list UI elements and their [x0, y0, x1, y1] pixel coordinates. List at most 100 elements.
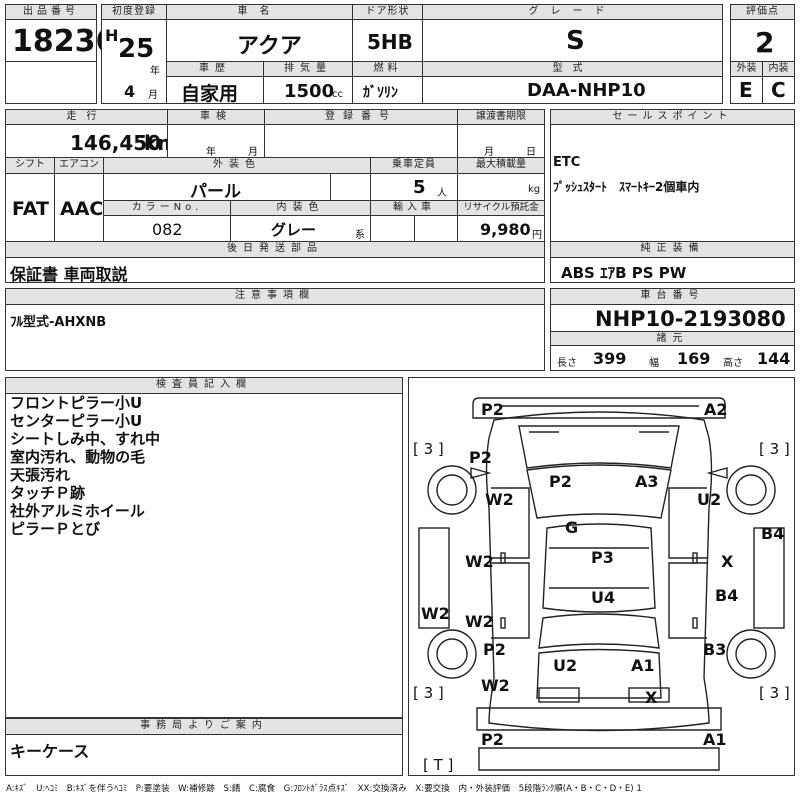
- options: ABS ｴｱB PS PW: [561, 264, 687, 282]
- damage-diagram: [418, 397, 785, 771]
- shift: FAT: [12, 198, 49, 220]
- damage-mark: U2: [697, 490, 722, 509]
- ac-cell: AAC: [54, 173, 104, 242]
- tire-label-front-right: [ 3 ]: [759, 440, 790, 458]
- dims-label: 諸元: [550, 331, 795, 346]
- damage-mark: P2: [481, 730, 504, 749]
- fuel-label: 燃料: [352, 61, 423, 77]
- inspector-line: ピラーＰとび: [10, 520, 101, 538]
- damage-mark: P3: [591, 548, 614, 567]
- cc-unit: cc: [332, 89, 343, 100]
- sales-point-1: ETC: [553, 155, 581, 170]
- damage-mark: B4: [761, 524, 785, 543]
- int-color-cell: グレー 系: [230, 215, 371, 242]
- exterior-label: 外装: [730, 61, 763, 77]
- shift-cell: FAT: [5, 173, 55, 242]
- damage-mark: W2: [465, 552, 494, 571]
- recycle-fee: 9,980: [480, 220, 531, 239]
- reg-no-cell: [264, 124, 458, 158]
- era: H: [105, 26, 119, 45]
- exterior-cell: E: [730, 76, 763, 104]
- fuel-cell: ｶﾞｿﾘﾝ: [352, 76, 423, 104]
- sales-point-cell: ETC ﾌﾟｯｼｭｽﾀｰﾄ ｽﾏｰﾄｷｰ2個車内: [550, 124, 795, 242]
- inspector-line: 社外アルミホイール: [10, 502, 145, 520]
- color-no-label: カラーNo.: [103, 200, 231, 216]
- height: 144: [757, 349, 791, 368]
- int-color-label: 内装色: [230, 200, 371, 216]
- inspection-cell: 年 月: [167, 124, 265, 158]
- reg-no-label: 登録番号: [264, 109, 458, 125]
- damage-mark: G: [565, 518, 579, 537]
- damage-mark: W2: [465, 612, 494, 631]
- damage-mark: W2: [485, 490, 514, 509]
- recycle-label: リサイクル預託金: [457, 200, 545, 216]
- sales-point-label: セールスポイント: [550, 109, 795, 125]
- mileage: 146,450: [70, 131, 162, 155]
- displacement-label: 排気量: [263, 61, 353, 77]
- damage-mark: P2: [549, 472, 572, 491]
- length-label: 長さ: [557, 358, 577, 369]
- history-label: 車歴: [166, 61, 264, 77]
- air-conditioner: AAC: [60, 198, 104, 220]
- person-unit: 人: [437, 188, 447, 199]
- transfer-day-unit: 日: [526, 147, 536, 158]
- transfer-month-unit: 月: [484, 147, 494, 158]
- inspection-label: 車検: [167, 109, 265, 125]
- ac-label: エアコン: [54, 157, 104, 174]
- lot-number: 18236: [12, 24, 117, 59]
- transfer-cell: 月 日: [457, 124, 545, 158]
- tire-label-rear-left: [ 3 ]: [413, 684, 444, 702]
- inspector-line: センターピラー小U: [10, 412, 143, 430]
- damage-mark: U4: [591, 588, 616, 607]
- inspector-line: 天張汚れ: [10, 466, 71, 484]
- history: 自家用: [181, 83, 239, 105]
- inspector-line: 室内汚れ、動物の毛: [10, 448, 146, 466]
- displacement-cell: 1500 cc: [263, 76, 353, 104]
- grade-cell: S: [422, 19, 723, 62]
- damage-mark: W2: [481, 676, 510, 695]
- chassis-number: NHP10-2193080: [595, 307, 786, 331]
- month-unit: 月: [148, 90, 158, 101]
- first-reg-label: 初度登録: [101, 4, 167, 20]
- damage-mark: A1: [703, 730, 727, 749]
- import-cell: [370, 215, 415, 242]
- lot-number-cell: 18236: [5, 19, 116, 62]
- chassis-label: 車台番号: [550, 288, 795, 305]
- kg-unit: kg: [528, 184, 541, 195]
- exterior-grade: E: [739, 78, 753, 102]
- damage-diagram-frame: [ 3 ] [ 3 ] [ 3 ] [ 3 ] [ T ] P2 A2 P2 P…: [408, 377, 795, 776]
- color-extra-cell: [330, 173, 371, 201]
- year-unit: 年: [150, 66, 160, 77]
- mileage-label: 走行: [5, 109, 168, 125]
- import-cell-2: [414, 215, 458, 242]
- tire-label-rear-right: [ 3 ]: [759, 684, 790, 702]
- later-parts-cell: 保証書 車両取説: [5, 257, 545, 284]
- damage-mark: A2: [704, 400, 728, 419]
- damage-mark: A1: [631, 656, 655, 675]
- displacement: 1500: [284, 81, 335, 102]
- color-number: 082: [152, 220, 183, 239]
- interior-cell: C: [762, 76, 795, 104]
- color-cell: パール: [103, 173, 331, 202]
- exterior-color: パール: [190, 182, 241, 202]
- options-label: 純正装備: [550, 241, 795, 258]
- first-reg-cell: H 25 年 4 月: [101, 19, 167, 104]
- load-cell: kg: [457, 173, 545, 201]
- inspection-month-unit: 月: [248, 147, 258, 158]
- door-label: ドア形状: [352, 4, 423, 20]
- score: 2: [755, 26, 775, 59]
- notes: ﾌﾙ型式-AHXNB: [10, 315, 107, 330]
- dims-cell: 長さ 399 幅 169 高さ 144: [550, 345, 795, 371]
- door-cell: 5HB: [352, 19, 423, 62]
- width: 169: [677, 349, 711, 368]
- interior-color: グレー: [271, 221, 317, 239]
- history-cell: 自家用: [166, 76, 264, 105]
- inspector-line: タッチＰ跡: [10, 484, 86, 502]
- inspector-label: 検査員記入欄: [5, 377, 403, 394]
- chassis-cell: NHP10-2193080: [550, 304, 795, 332]
- inspector-line: フロントピラー小U: [10, 394, 143, 412]
- inspector-lines: フロントピラー小U センターピラー小U シートしみ中、すれ中 室内汚れ、動物の毛…: [10, 394, 160, 538]
- load-label: 最大積載量: [457, 157, 545, 174]
- lot-empty-cell: [5, 61, 97, 104]
- inspection-year-unit: 年: [206, 147, 216, 158]
